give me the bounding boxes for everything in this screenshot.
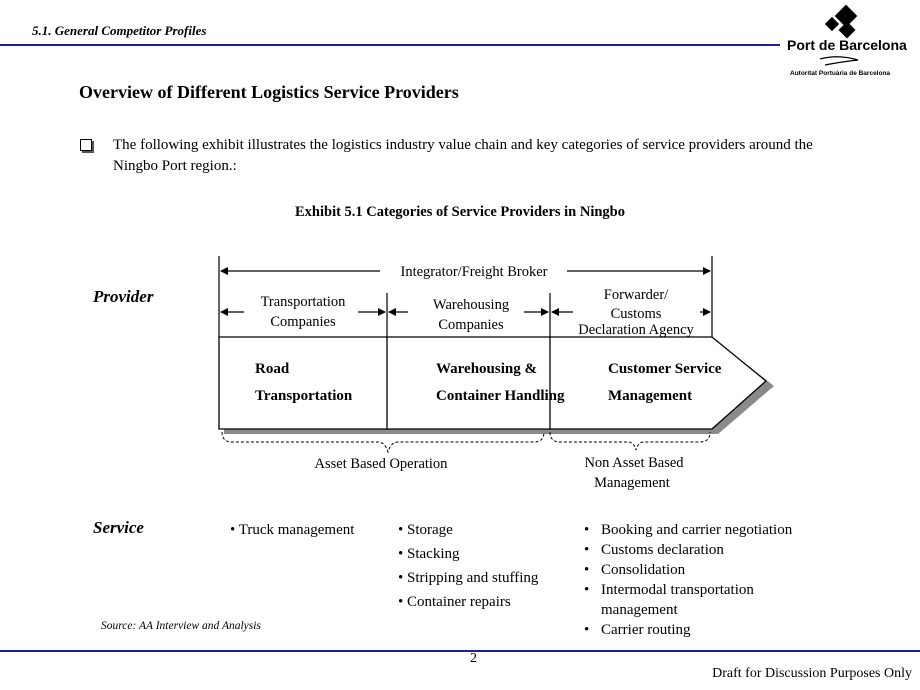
chevron-road bbox=[218, 336, 414, 430]
logo-subtitle: Autoritat Portuària de Barcelona bbox=[790, 70, 890, 77]
service-item: • Truck management bbox=[230, 522, 355, 538]
port-de-barcelona-logo: Port de Barcelona Autoritat Portuària de… bbox=[787, 4, 907, 77]
provider-forwarder-line1: Forwarder/ bbox=[604, 287, 669, 303]
draft-notice: Draft for Discussion Purposes Only bbox=[712, 666, 912, 681]
header-rule bbox=[0, 44, 780, 46]
provider-forwarder-line3: Declaration Agency bbox=[578, 322, 694, 338]
chain-warehousing-line1: Warehousing & bbox=[436, 361, 537, 377]
service-col-transport: • Truck management bbox=[230, 518, 354, 542]
provider-transportation-line2: Companies bbox=[270, 314, 336, 330]
braces bbox=[221, 431, 711, 454]
service-col-customer: Booking and carrier negotiation Customs … bbox=[584, 520, 829, 640]
provider-forwarder-line2: Customs bbox=[611, 306, 662, 322]
service-item: • Storage bbox=[398, 522, 453, 538]
guide-lines bbox=[218, 256, 713, 338]
service-item: Customs declaration bbox=[584, 540, 829, 560]
service-item: Carrier routing bbox=[584, 620, 829, 640]
provider-label: Provider bbox=[92, 287, 154, 306]
chain-road-line1: Road bbox=[255, 361, 290, 377]
chain-customer-line1: Customer Service bbox=[608, 361, 722, 377]
service-label: Service bbox=[93, 518, 144, 537]
service-item: • Container repairs bbox=[398, 594, 511, 610]
service-item: • Stacking bbox=[398, 546, 460, 562]
service-item: Consolidation bbox=[584, 560, 829, 580]
provider-transportation-line1: Transportation bbox=[261, 294, 347, 310]
chain-chevrons bbox=[218, 336, 768, 430]
page-heading: Overview of Different Logistics Service … bbox=[79, 82, 459, 102]
integrator-label: Integrator/Freight Broker bbox=[401, 264, 548, 280]
chain-customer-line2: Management bbox=[608, 388, 692, 404]
chevron-customer-service bbox=[549, 336, 768, 430]
exhibit-title: Exhibit 5.1 Categories of Service Provid… bbox=[295, 204, 625, 220]
intro-text: The following exhibit illustrates the lo… bbox=[113, 137, 813, 174]
service-item: • Stripping and stuffing bbox=[398, 570, 539, 586]
non-asset-line1: Non Asset Based bbox=[584, 455, 684, 471]
provider-warehousing-line2: Companies bbox=[438, 317, 504, 333]
chain-warehousing-line2: Container Handling bbox=[436, 388, 565, 404]
footer-rule bbox=[0, 650, 920, 652]
source-note: Source: AA Interview and Analysis bbox=[101, 620, 261, 632]
asset-based-label: Asset Based Operation bbox=[315, 456, 449, 472]
non-asset-line2: Management bbox=[594, 475, 670, 491]
service-col-warehousing: • Storage • Stacking • Stripping and stu… bbox=[398, 518, 538, 614]
page-number: 2 bbox=[470, 651, 477, 666]
section-title: 5.1. General Competitor Profiles bbox=[32, 23, 207, 38]
logo-name: Port de Barcelona bbox=[787, 37, 907, 53]
chain-road-line2: Transportation bbox=[255, 388, 353, 404]
checkbox-bullet-icon bbox=[80, 139, 92, 151]
service-item: Booking and carrier negotiation bbox=[584, 520, 829, 540]
service-item: Intermodal transportation management bbox=[584, 580, 829, 620]
provider-warehousing-line1: Warehousing bbox=[433, 297, 509, 313]
